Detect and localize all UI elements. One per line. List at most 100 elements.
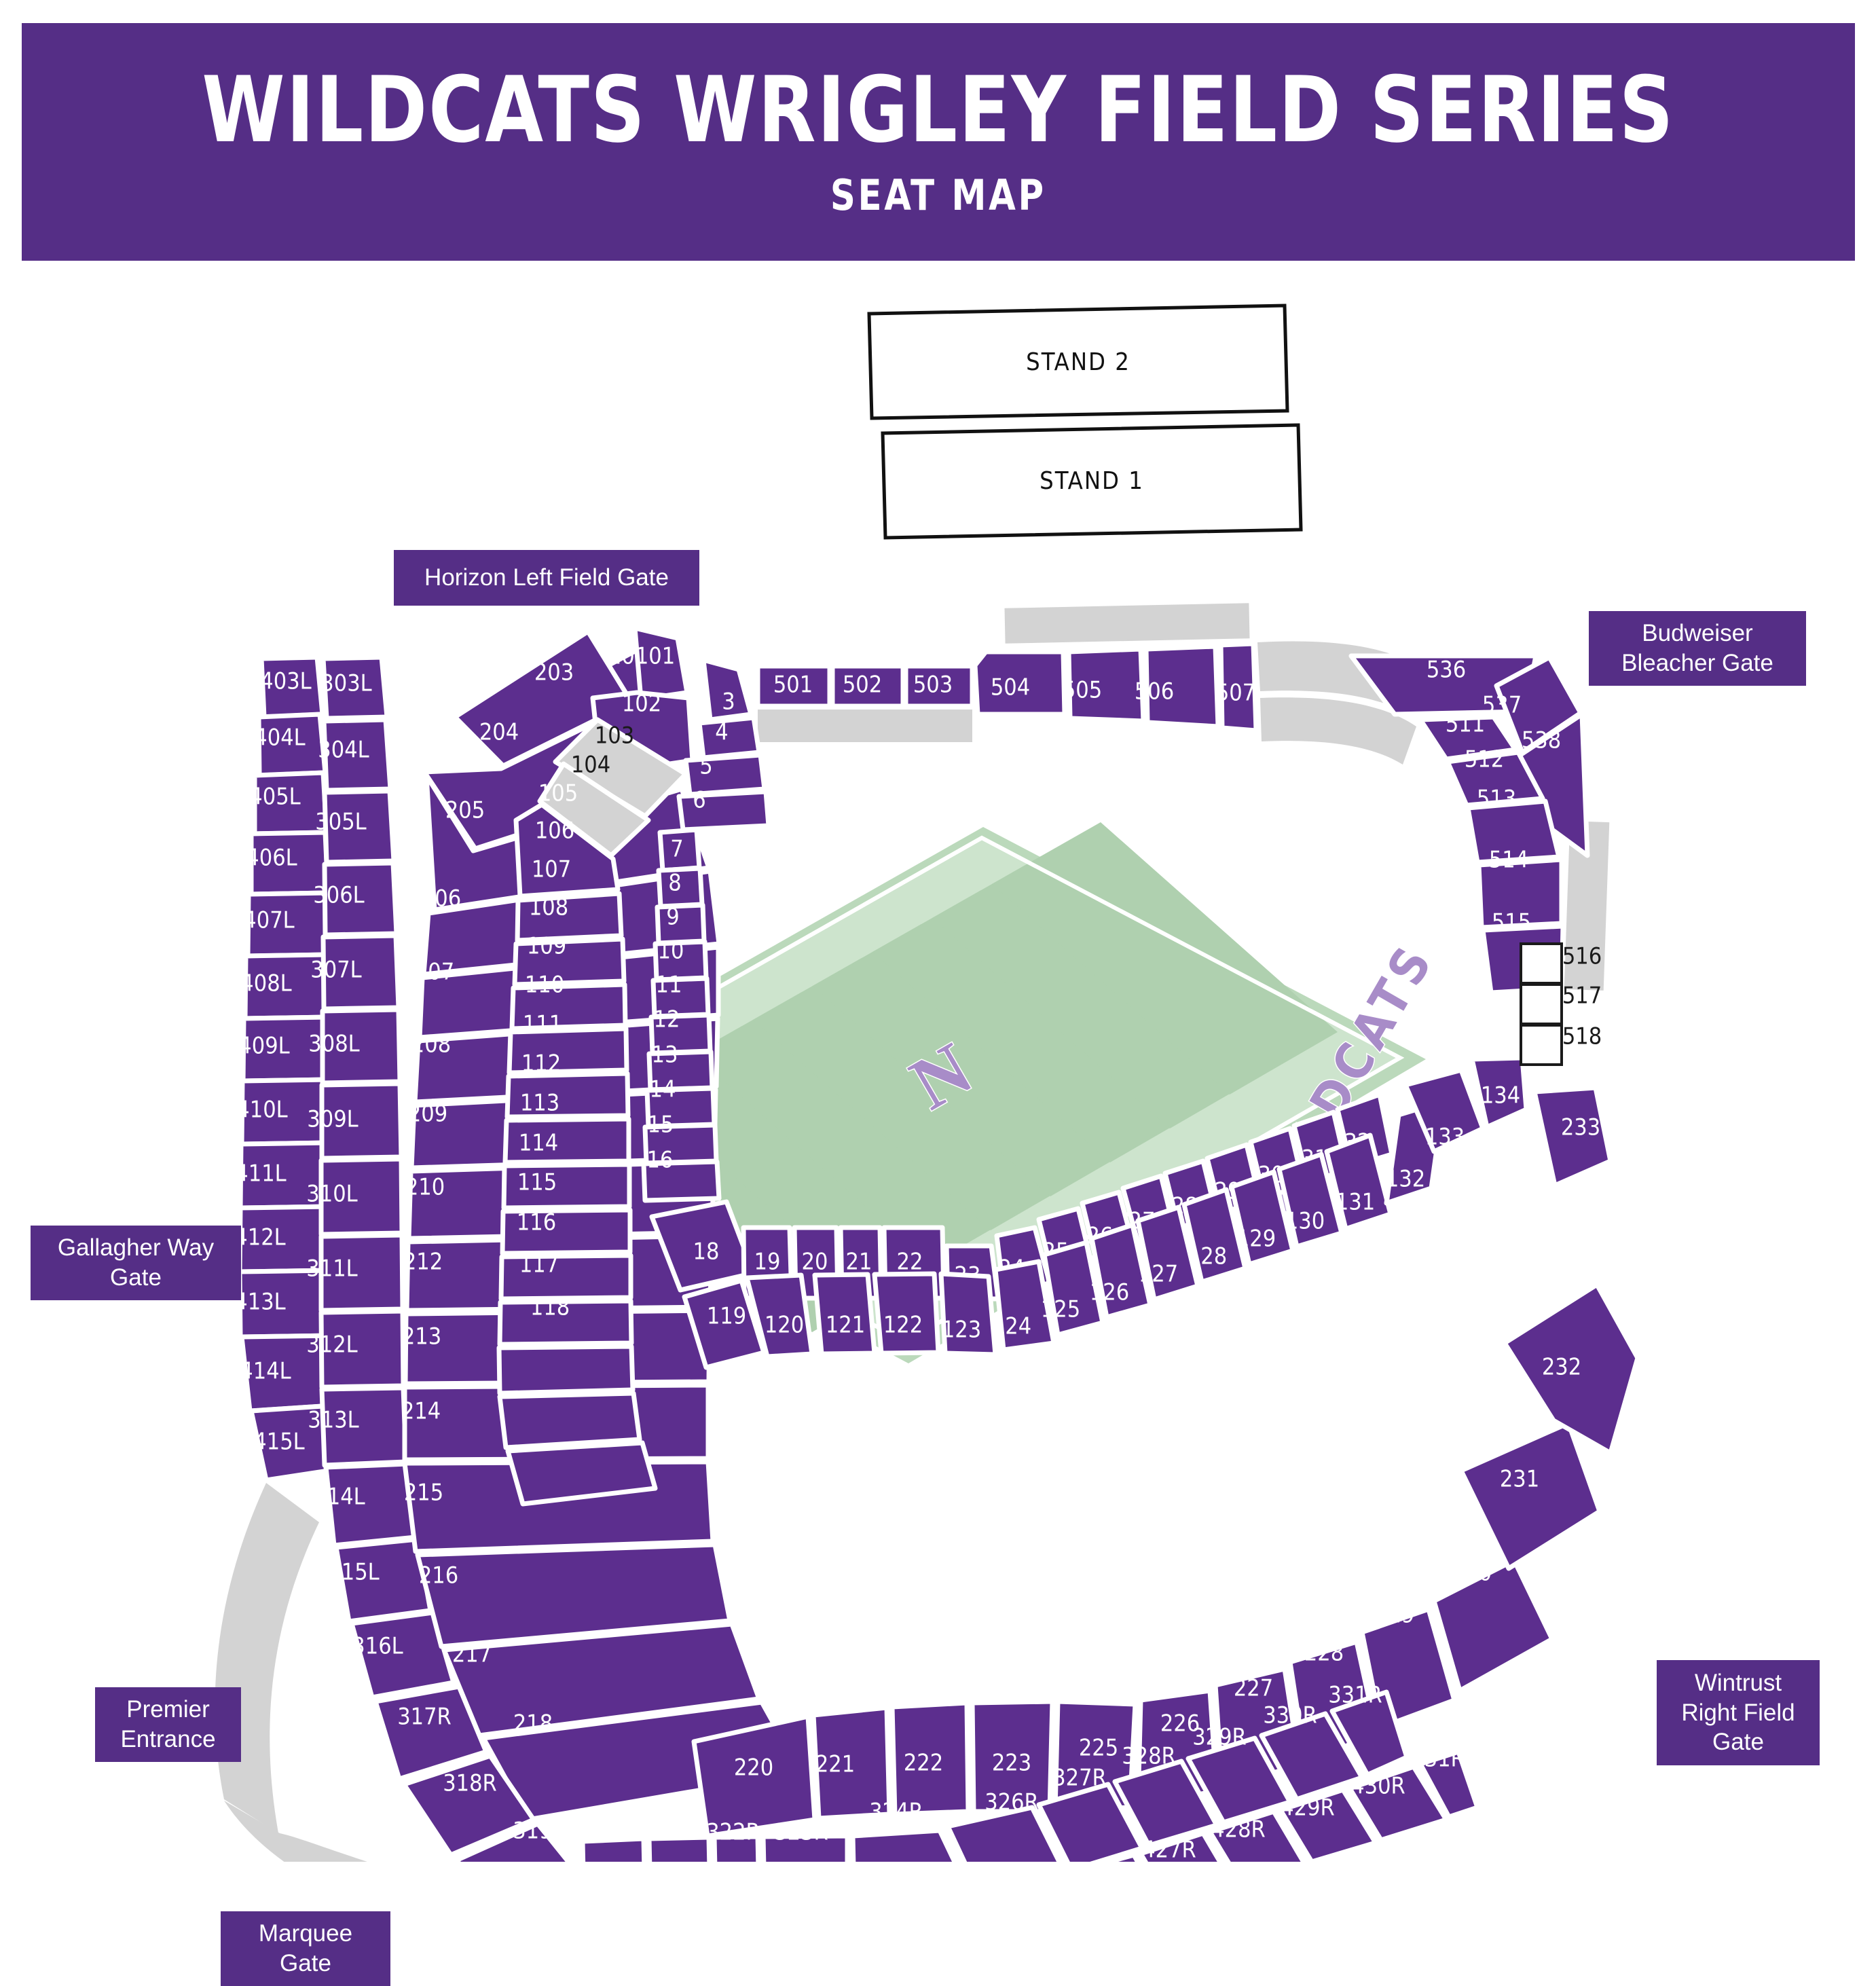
section-317R[interactable]: 317R — [373, 1684, 489, 1782]
section-14[interactable]: 14 — [644, 1076, 717, 1129]
section-shape-122[interactable] — [872, 1271, 941, 1356]
section-shape-403L[interactable] — [259, 655, 325, 720]
section-shape-124[interactable] — [993, 1259, 1056, 1353]
section-410L[interactable]: 410L — [236, 1077, 333, 1147]
section-109[interactable]: 109 — [507, 933, 629, 1075]
section-427R[interactable]: 427R — [1138, 1831, 1234, 1862]
section-shape-134[interactable] — [1469, 1055, 1529, 1130]
section-134[interactable]: 134 — [1469, 1055, 1529, 1130]
section-shape-501[interactable] — [755, 663, 832, 709]
section-shape-505[interactable] — [1066, 646, 1146, 724]
section-305L[interactable]: 305L — [315, 788, 397, 865]
section-233[interactable]: 233 — [1532, 1085, 1613, 1188]
gate-label-premier-entrance[interactable]: Premier Entrance — [95, 1687, 241, 1762]
section-shape-426R[interactable] — [1061, 1852, 1162, 1862]
section-shape-323R[interactable] — [760, 1833, 850, 1862]
section-8[interactable]: 8 — [656, 866, 705, 909]
section-5[interactable]: 5 — [683, 752, 767, 797]
section-shape-517[interactable] — [1520, 983, 1563, 1025]
section-504[interactable]: 504 — [972, 649, 1067, 717]
section-shape-109[interactable] — [507, 1026, 629, 1075]
section-shape-128[interactable] — [1181, 1187, 1248, 1285]
section-505[interactable]: 505 — [1063, 646, 1146, 724]
section-506[interactable]: 506 — [1135, 644, 1221, 729]
section-105[interactable]: 105 — [513, 780, 621, 899]
section-shape-5[interactable] — [683, 752, 767, 797]
section-shape-115[interactable] — [497, 1298, 634, 1347]
section-6[interactable]: 6 — [676, 787, 771, 832]
section-124[interactable]: 124 — [992, 1259, 1056, 1353]
section-shape-327R[interactable] — [1036, 1782, 1145, 1862]
section-312L[interactable]: 312L — [306, 1308, 406, 1390]
section-507[interactable]: 507 — [1216, 641, 1259, 733]
section-307L[interactable]: 307L — [310, 933, 401, 1012]
section-518[interactable]: 518 — [1520, 1023, 1602, 1066]
section-129[interactable]: 129 — [1229, 1169, 1295, 1267]
section-408L[interactable]: 408L — [240, 952, 333, 1021]
gate-label-horizon-left-field-gate[interactable]: Horizon Left Field Gate — [394, 550, 699, 606]
section-536[interactable]: 536 — [1348, 653, 1539, 717]
section-407L[interactable]: 407L — [243, 890, 332, 959]
section-shape-303L[interactable] — [320, 655, 390, 721]
section-shape-328R[interactable] — [1112, 1759, 1219, 1848]
section-shape-319R[interactable] — [454, 1821, 577, 1862]
section-shape-221[interactable] — [811, 1705, 892, 1821]
section-shape-504[interactable] — [972, 649, 1067, 717]
section-516[interactable]: 516 — [1520, 942, 1602, 985]
section-shape-233[interactable] — [1532, 1085, 1613, 1188]
section-431R[interactable]: 431R — [1411, 1746, 1480, 1820]
section-shape-513[interactable] — [1465, 798, 1562, 865]
section-513[interactable]: 513 — [1465, 786, 1562, 865]
section-517[interactable]: 517 — [1520, 982, 1602, 1025]
section-shape-506[interactable] — [1143, 644, 1221, 729]
section-shape-320R[interactable] — [580, 1836, 647, 1862]
section-3[interactable]: 3 — [701, 657, 754, 722]
section-shape-518[interactable] — [1520, 1024, 1563, 1066]
section-503[interactable]: 503 — [903, 663, 975, 709]
section-108[interactable]: 108 — [509, 894, 628, 1031]
section-10[interactable]: 10 — [652, 938, 709, 982]
section-shape-427R[interactable] — [1138, 1831, 1234, 1862]
section-220[interactable]: 220 — [691, 1714, 817, 1839]
section-321R[interactable]: 321R — [646, 1819, 712, 1862]
section-114[interactable]: 114 — [498, 1130, 633, 1302]
section-shape-329R[interactable] — [1185, 1735, 1293, 1825]
section-shape-326R[interactable] — [945, 1805, 1065, 1862]
section-329R[interactable]: 329R — [1185, 1724, 1293, 1825]
section-shape-129[interactable] — [1229, 1169, 1295, 1267]
section-120[interactable]: 120 — [744, 1272, 815, 1359]
section-shape-107[interactable] — [512, 936, 627, 987]
section-330R[interactable]: 330R — [1259, 1702, 1365, 1802]
section-502[interactable]: 502 — [830, 663, 906, 709]
section-131[interactable]: 131 — [1324, 1133, 1393, 1232]
section-7[interactable]: 7 — [657, 827, 702, 873]
section-shape-133[interactable] — [1403, 1067, 1486, 1154]
section-304L[interactable]: 304L — [318, 717, 393, 793]
section-324R[interactable]: 324R — [850, 1799, 967, 1862]
section-shape-507[interactable] — [1218, 641, 1259, 733]
section-110[interactable]: 110 — [504, 972, 631, 1120]
section-409L[interactable]: 409L — [238, 1014, 333, 1084]
section-501[interactable]: 501 — [755, 663, 832, 709]
section-shape-112[interactable] — [501, 1162, 632, 1211]
section-310L[interactable]: 310L — [306, 1156, 405, 1237]
section-shape-106[interactable] — [515, 891, 624, 943]
section-shape-118[interactable] — [505, 1440, 658, 1507]
section-130[interactable]: 130 — [1276, 1152, 1344, 1249]
section-328R[interactable]: 328R — [1112, 1743, 1219, 1848]
section-106[interactable]: 106 — [515, 817, 624, 943]
section-shape-131[interactable] — [1324, 1133, 1393, 1232]
section-123[interactable]: 123 — [938, 1271, 998, 1357]
section-shape-230[interactable] — [1431, 1558, 1555, 1693]
section-shape-216[interactable] — [415, 1542, 733, 1649]
section-shape-222[interactable] — [889, 1700, 971, 1817]
section-122[interactable]: 122 — [872, 1271, 941, 1356]
section-shape-123[interactable] — [938, 1271, 998, 1357]
section-shape-503[interactable] — [903, 663, 975, 709]
section-shape-3[interactable] — [701, 657, 754, 722]
gate-label-wintrust-right-field-gate[interactable]: Wintrust Right Field Gate — [1657, 1660, 1820, 1765]
section-shape-113[interactable] — [500, 1207, 633, 1256]
section-222[interactable]: 222 — [889, 1700, 971, 1817]
section-111[interactable]: 111 — [502, 1011, 631, 1165]
section-231[interactable]: 231 — [1458, 1420, 1602, 1571]
